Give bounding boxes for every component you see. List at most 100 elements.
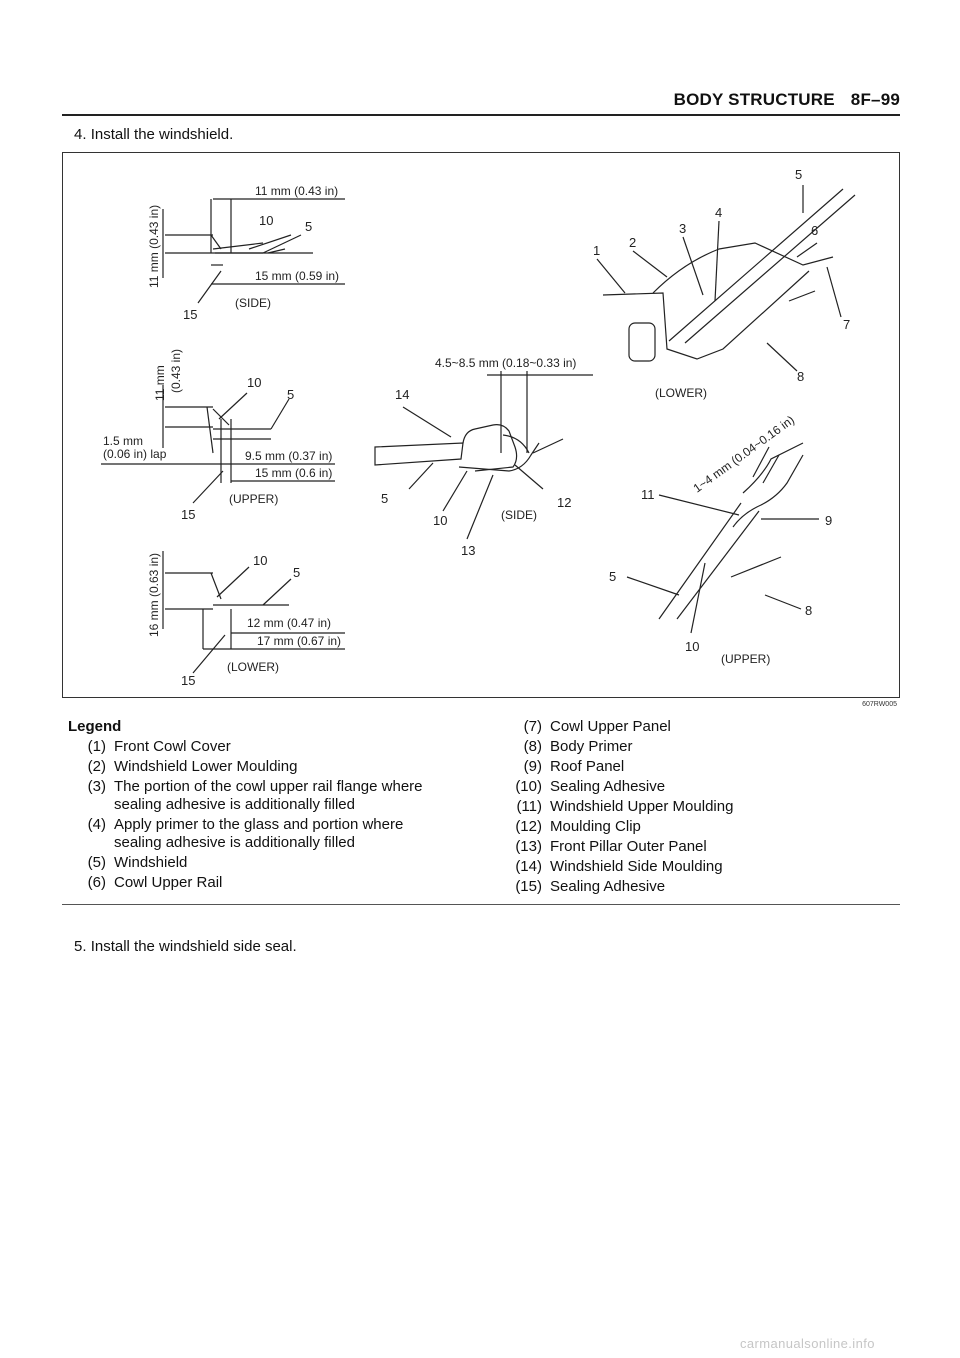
leader-line xyxy=(212,242,264,250)
leader-line xyxy=(262,578,292,606)
dim-side-width: 11 mm (0.43 in) xyxy=(255,184,338,198)
legend: Legend (1)Front Cowl Cover (2)Windshield… xyxy=(64,716,900,895)
dim-lower-width: 12 mm (0.47 in) xyxy=(247,616,331,630)
leader-line xyxy=(714,220,720,302)
leader-line xyxy=(408,462,434,490)
callout-7: 7 xyxy=(843,317,850,332)
legend-title: Legend xyxy=(68,718,122,735)
callout-10: 10 xyxy=(685,639,699,654)
view-label-center-side: (SIDE) xyxy=(501,508,537,522)
legend-item: (14)Windshield Side Moulding xyxy=(515,858,723,875)
leader-line xyxy=(402,406,452,438)
leader-line xyxy=(764,594,802,610)
legend-item: (10)Sealing Adhesive xyxy=(515,778,666,795)
callout-2: 2 xyxy=(629,235,636,250)
windshield-glass xyxy=(374,442,464,466)
pillar-panel xyxy=(458,442,540,472)
dim-side-height: 11 mm (0.43 in) xyxy=(147,205,161,288)
leader-line xyxy=(192,634,226,674)
view-label-upper: (UPPER) xyxy=(229,492,278,506)
callout-10: 10 xyxy=(259,213,273,228)
callout-13: 13 xyxy=(461,543,475,558)
leader-line xyxy=(766,342,798,372)
callout-1: 1 xyxy=(593,243,600,258)
legend-item: (6)Cowl Upper Rail xyxy=(87,874,223,891)
callout-12: 12 xyxy=(557,495,571,510)
callout-15: 15 xyxy=(181,507,195,522)
step-4: 4. Install the windshield. xyxy=(74,126,233,143)
extension-line xyxy=(206,406,214,454)
cowl-panel xyxy=(652,242,834,294)
step-text: Install the windshield. xyxy=(90,126,234,143)
leader-line xyxy=(442,470,468,512)
windshield-glass xyxy=(676,510,760,620)
legend-item: (1)Front Cowl Cover xyxy=(87,738,231,755)
dim-upper-lap: 1.5 mm xyxy=(103,434,143,448)
view-label-right-upper: (UPPER) xyxy=(721,652,770,666)
callout-9: 9 xyxy=(825,513,832,528)
leader-line xyxy=(626,576,680,596)
view-label-lower: (LOWER) xyxy=(227,660,279,674)
callout-10: 10 xyxy=(433,513,447,528)
leader-line xyxy=(682,236,704,296)
legend-item: (7)Cowl Upper Panel xyxy=(523,718,671,735)
dimension-line xyxy=(752,446,770,478)
dim-upper-height: 11 mm xyxy=(153,365,167,401)
view-label-side: (SIDE) xyxy=(235,296,271,310)
legend-item: (3)The portion of the cowl upper rail fl… xyxy=(87,778,423,813)
dimension-line xyxy=(788,290,816,302)
page-header: BODY STRUCTURE 8F–99 xyxy=(62,88,900,116)
leader-line xyxy=(267,248,286,254)
leader-line xyxy=(826,266,842,318)
dim-lower-depth: 17 mm (0.67 in) xyxy=(257,634,341,648)
leader-line xyxy=(197,270,222,304)
callout-15: 15 xyxy=(181,673,195,688)
dim-upper-depth: 15 mm (0.6 in) xyxy=(255,466,332,480)
legend-item: (8)Body Primer xyxy=(523,738,633,755)
callout-6: 6 xyxy=(811,223,818,238)
legend-item: (2)Windshield Lower Moulding xyxy=(87,758,298,775)
callout-8: 8 xyxy=(797,369,804,384)
step-number: 4. xyxy=(74,126,87,143)
legend-item: (15)Sealing Adhesive xyxy=(515,878,666,895)
leader-line xyxy=(632,250,668,278)
leader-line xyxy=(514,464,544,490)
legend-column-left: (1)Front Cowl Cover (2)Windshield Lower … xyxy=(64,738,484,894)
windshield-glass xyxy=(658,502,742,620)
section-title: BODY STRUCTURE xyxy=(673,90,835,109)
cowl-panel xyxy=(602,270,810,360)
legend-item: (4)Apply primer to the glass and portion… xyxy=(87,816,404,851)
section-divider xyxy=(62,904,900,905)
site-watermark: carmanualsonline.info xyxy=(740,1336,875,1351)
legend-item: (11)Windshield Upper Moulding xyxy=(516,798,734,815)
callout-5: 5 xyxy=(287,387,294,402)
dim-upper-lap-in: (0.06 in) lap xyxy=(103,447,167,461)
page-number: 8F–99 xyxy=(850,90,900,109)
callout-3: 3 xyxy=(679,221,686,236)
step-text: Install the windshield side seal. xyxy=(90,938,297,955)
legend-item: (5)Windshield xyxy=(87,854,188,871)
moulding-clip xyxy=(502,434,530,454)
leader-line xyxy=(270,398,290,430)
callout-5: 5 xyxy=(609,569,616,584)
adhesive-outline xyxy=(210,234,222,250)
callout-8: 8 xyxy=(805,603,812,618)
leader-line xyxy=(248,234,292,250)
callout-15: 15 xyxy=(183,307,197,322)
figure-id: 607RW005 xyxy=(862,701,897,708)
figure-drawing: 11 mm (0.43 in) 11 mm (0.43 in) 15 mm (0… xyxy=(101,167,856,688)
windshield-glass xyxy=(668,188,844,342)
header-title: BODY STRUCTURE 8F–99 xyxy=(674,90,900,110)
callout-10: 10 xyxy=(253,553,267,568)
front-cowl-cover xyxy=(628,322,656,362)
callout-5: 5 xyxy=(381,491,388,506)
dimension-line xyxy=(762,454,780,484)
callout-11: 11 xyxy=(641,487,655,502)
callout-10: 10 xyxy=(247,375,261,390)
windshield-installation-figure: 11 mm (0.43 in) 11 mm (0.43 in) 15 mm (0… xyxy=(62,152,900,708)
callout-5: 5 xyxy=(795,167,802,182)
legend-item: (9)Roof Panel xyxy=(523,758,625,775)
leader-line xyxy=(690,562,706,634)
legend-item: (13)Front Pillar Outer Panel xyxy=(515,838,707,855)
leader-line xyxy=(216,566,250,598)
